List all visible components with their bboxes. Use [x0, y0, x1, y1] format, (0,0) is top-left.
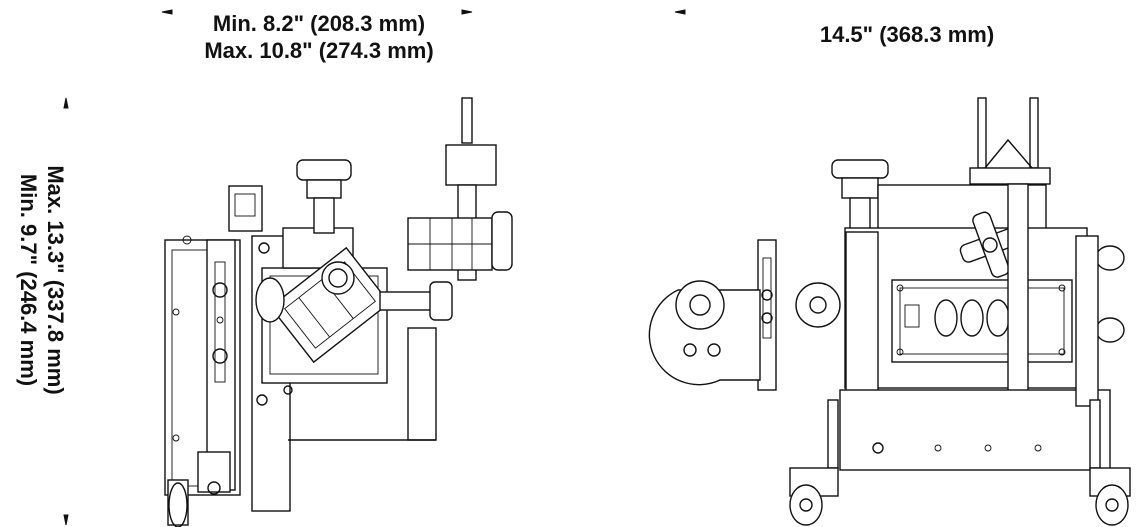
right-width-arrow-left — [674, 9, 686, 15]
front-view-drawing — [648, 97, 1131, 526]
front-view-width-label: 14.5" (368.3 mm) — [772, 21, 1042, 48]
side-view-width-max: Max. 10.8" (274.3 mm) — [204, 38, 434, 63]
height-arrow-bottom — [63, 514, 69, 526]
left-width-arrow-right — [461, 9, 473, 15]
dimension-arrows — [63, 9, 686, 526]
front-view-width-value: 14.5" (368.3 mm) — [819, 22, 995, 47]
left-width-arrow-left — [161, 9, 173, 15]
side-view-drawing — [164, 97, 513, 527]
height-arrow-top — [63, 97, 69, 109]
side-view-width-label: Min. 8.2" (208.3 mm) Max. 10.8" (274.3 m… — [164, 10, 474, 64]
side-view-width-min: Min. 8.2" (208.3 mm) — [212, 11, 426, 36]
